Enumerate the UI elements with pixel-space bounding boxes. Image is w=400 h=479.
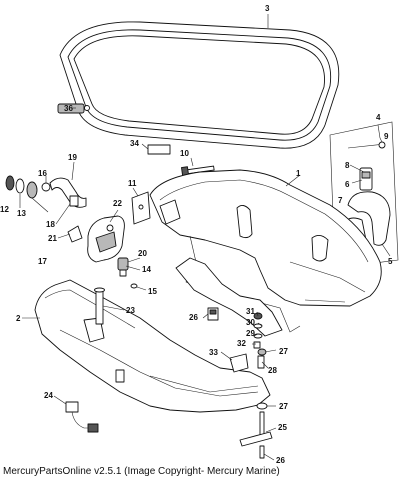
callout-36: 36 xyxy=(64,104,73,113)
callout-17: 17 xyxy=(38,257,47,266)
sensor-part-24 xyxy=(65,401,99,433)
callout-27-lower: 27 xyxy=(279,402,288,411)
clip-part-21 xyxy=(67,225,83,243)
pad-part-33 xyxy=(229,353,249,373)
grommet-parts-12-13-16 xyxy=(5,175,51,199)
sleeve-part-23 xyxy=(94,287,105,325)
decal-part-34 xyxy=(147,144,171,155)
callout-30: 30 xyxy=(246,318,255,327)
callout-7: 7 xyxy=(338,196,343,205)
callout-14: 14 xyxy=(142,265,151,274)
callout-24: 24 xyxy=(44,391,53,400)
callout-9: 9 xyxy=(384,132,389,141)
callout-26-lower: 26 xyxy=(276,456,285,465)
callout-22: 22 xyxy=(113,199,122,208)
callout-10: 10 xyxy=(180,149,189,158)
callout-labels: 1 2 3 4 5 6 7 8 9 10 11 12 13 14 15 16 1… xyxy=(0,4,393,465)
callout-32: 32 xyxy=(237,339,246,348)
callout-8: 8 xyxy=(345,161,350,170)
callout-28: 28 xyxy=(268,366,277,375)
callout-25: 25 xyxy=(278,423,287,432)
callout-21: 21 xyxy=(48,234,57,243)
tube-part-36 xyxy=(57,103,90,114)
copyright-caption: MercuryPartsOnline v2.5.1 (Image Copyrig… xyxy=(3,466,280,477)
hose-part-19 xyxy=(49,177,87,208)
callout-29: 29 xyxy=(246,329,255,338)
callout-26-upper: 26 xyxy=(189,313,198,322)
callout-20: 20 xyxy=(138,249,147,258)
callout-3: 3 xyxy=(265,4,270,13)
top-cowl-part-1 xyxy=(149,169,382,337)
callout-23: 23 xyxy=(126,306,135,315)
callout-11: 11 xyxy=(128,179,137,188)
callout-5: 5 xyxy=(388,257,393,266)
callout-33: 33 xyxy=(209,348,218,357)
fitting-part-18 xyxy=(69,195,79,207)
callout-4: 4 xyxy=(376,113,381,122)
stud-parts-25-26-27 xyxy=(239,402,273,459)
callout-31: 31 xyxy=(246,307,255,316)
callout-6: 6 xyxy=(345,180,350,189)
seal-gasket-part-3 xyxy=(59,21,340,149)
screw-part-26 xyxy=(207,307,219,321)
callout-13: 13 xyxy=(17,209,26,218)
callout-1: 1 xyxy=(296,169,301,178)
callout-16: 16 xyxy=(38,169,47,178)
bracket-part-11 xyxy=(131,191,151,225)
fastener-parts-14-15-20 xyxy=(117,257,138,289)
callout-34: 34 xyxy=(130,139,139,148)
callout-27-upper: 27 xyxy=(279,347,288,356)
callout-12: 12 xyxy=(0,205,9,214)
leader-lines xyxy=(19,14,391,461)
callout-2: 2 xyxy=(16,314,21,323)
callout-19: 19 xyxy=(68,153,77,162)
callout-15: 15 xyxy=(148,287,157,296)
lever-panel-part-22 xyxy=(87,215,125,263)
callout-18: 18 xyxy=(46,220,55,229)
